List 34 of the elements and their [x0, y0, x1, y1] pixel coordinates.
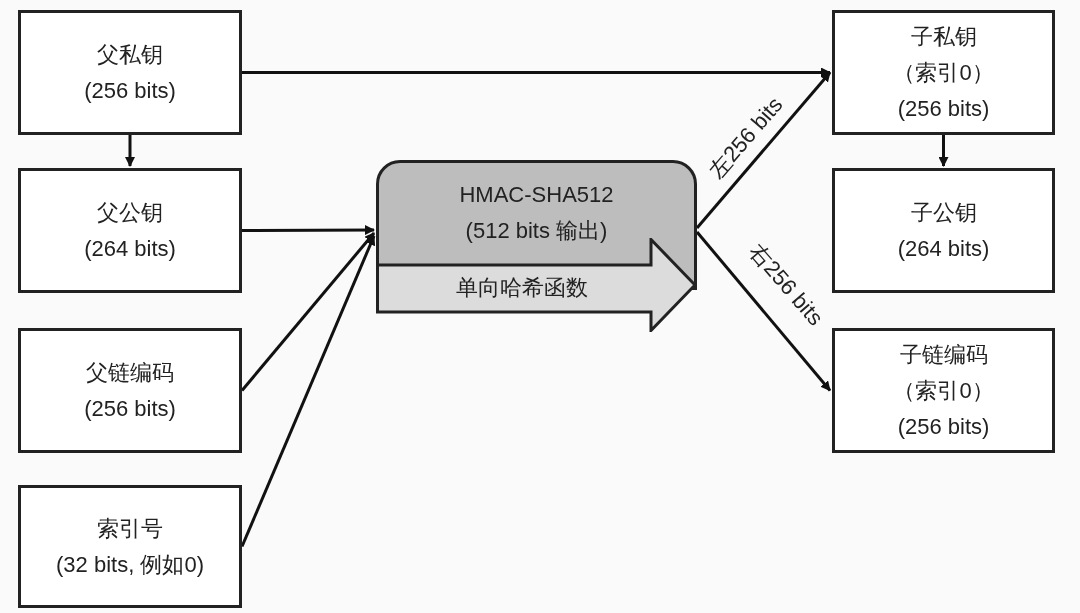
- node-text: (512 bits 输出): [465, 217, 608, 245]
- arrow: [695, 71, 832, 229]
- node-text: 父链编码: [86, 358, 174, 387]
- node-text: 索引号: [97, 514, 163, 543]
- node-text: (256 bits): [84, 394, 176, 423]
- data-box: [18, 168, 242, 293]
- arrow: [242, 225, 375, 236]
- node-text: （索引0）: [893, 376, 994, 405]
- data-box: [832, 328, 1055, 453]
- data-box: [18, 328, 242, 453]
- node-text: (256 bits): [897, 412, 990, 441]
- node-text: (256 bits): [84, 76, 176, 105]
- node-text: (264 bits): [897, 234, 990, 263]
- arrow: [240, 235, 376, 548]
- node-text: 父私钥: [97, 40, 163, 69]
- data-box: [832, 10, 1055, 135]
- node-text: HMAC-SHA512: [459, 181, 614, 209]
- data-box: [832, 168, 1055, 293]
- node-text: (264 bits): [84, 234, 176, 263]
- node-text: 子私钥: [910, 22, 977, 51]
- data-box: [18, 485, 242, 608]
- arrow: [242, 67, 831, 78]
- arrow: [240, 232, 376, 392]
- arrow: [938, 135, 949, 167]
- node-text: （索引0）: [893, 58, 994, 87]
- node-text: 子链编码: [899, 340, 988, 369]
- data-box: [18, 10, 242, 135]
- node-text: 单向哈希函数: [456, 274, 588, 302]
- node-text: 父公钥: [97, 198, 163, 227]
- node-text: (32 bits, 例如0): [56, 550, 204, 579]
- arrow: [125, 135, 135, 167]
- node-text: 子公钥: [910, 198, 977, 227]
- node-text: (256 bits): [897, 94, 990, 123]
- arrow: [695, 231, 832, 392]
